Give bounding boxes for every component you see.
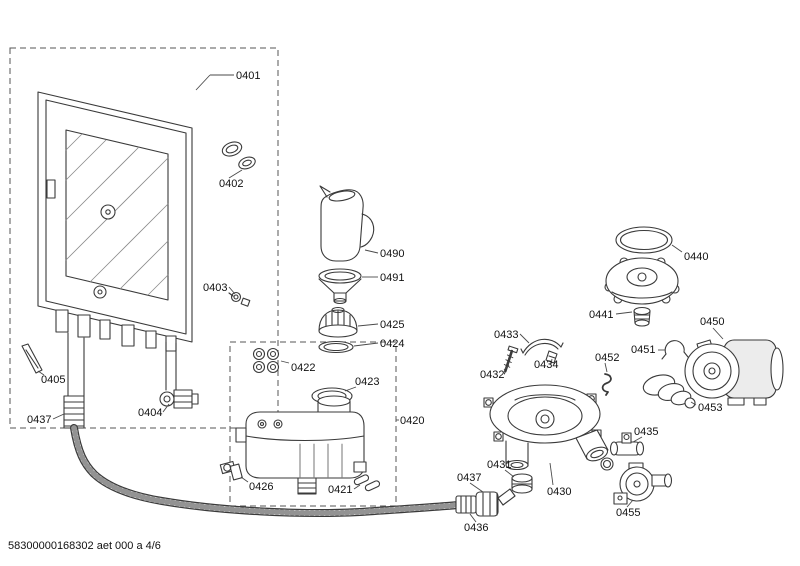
part-label-0491: 0491 [380,272,404,284]
part-label-0403: 0403 [203,282,227,294]
part-label-0402: 0402 [219,178,243,190]
part-0490-jug [319,185,375,262]
part-label-0451: 0451 [631,344,655,356]
part-label-0455: 0455 [616,507,640,519]
part-0430-sump [483,384,609,471]
part-0424-ring [318,340,354,354]
part-0401-tub [37,91,193,429]
part-0420-heat-exchanger [235,395,367,495]
part-0491-funnel [318,268,362,305]
part-label-0401: 0401 [236,70,260,82]
part-label-0405: 0405 [41,374,65,386]
part-0431-fitting [511,473,533,494]
part-label-0434: 0434 [534,359,558,371]
part-label-0421: 0421 [328,484,352,496]
assembly-outline-0420 [229,341,397,507]
part-0441-pump-head [604,257,680,327]
part-0437-drain-hose [70,424,462,517]
part-0421-clips [353,474,381,492]
part-0404-valve [159,389,199,409]
part-label-0426: 0426 [249,481,273,493]
assembly-outline-0401 [9,47,279,429]
part-label-0436: 0436 [464,522,488,534]
part-0433-spring-bracket [520,338,564,356]
part-label-0437-bottom: 0437 [457,472,481,484]
part-label-0433: 0433 [494,329,518,341]
part-0405-bracket [21,343,43,374]
part-label-0440: 0440 [684,251,708,263]
part-0451-clamp [661,340,689,360]
part-labels: 0401 0402 0403 0404 0405 0437 0490 0491 … [27,70,724,534]
part-0437-coupling-nut [475,488,516,517]
part-label-0425: 0425 [380,319,404,331]
part-0425-cap [318,306,358,338]
document-code: 58300000168302 aet 000 a 4/6 [8,540,161,552]
part-small-oring [600,457,614,471]
part-label-0404: 0404 [138,407,162,419]
part-label-0431: 0431 [487,459,511,471]
part-0436-hose-coupling [455,495,477,514]
part-label-0453: 0453 [698,402,722,414]
part-label-0420: 0420 [400,415,424,427]
part-0422-seals [252,347,280,374]
part-label-0452: 0452 [595,352,619,364]
part-0453-connector [642,374,696,409]
part-label-0422: 0422 [291,362,315,374]
part-0434-clip [545,350,558,364]
part-0402-seal-rings [221,141,256,170]
part-label-0435: 0435 [634,426,658,438]
part-0455-drain-pump [613,462,673,505]
leader-lines [37,74,724,523]
part-0440-oring [615,226,673,254]
part-0452-clip [601,373,612,396]
part-0426-elbow [219,460,243,481]
part-0435-valve [609,432,645,456]
part-label-0432: 0432 [480,369,504,381]
part-label-0424: 0424 [380,338,404,350]
part-label-0490: 0490 [380,248,404,260]
part-label-0437-left: 0437 [27,414,51,426]
part-label-0423: 0423 [355,376,379,388]
part-label-0441: 0441 [589,309,613,321]
part-0403-fitting [228,291,251,307]
part-0450-pump-motor [684,339,784,406]
part-label-0450: 0450 [700,316,724,328]
part-label-0430: 0430 [547,486,571,498]
